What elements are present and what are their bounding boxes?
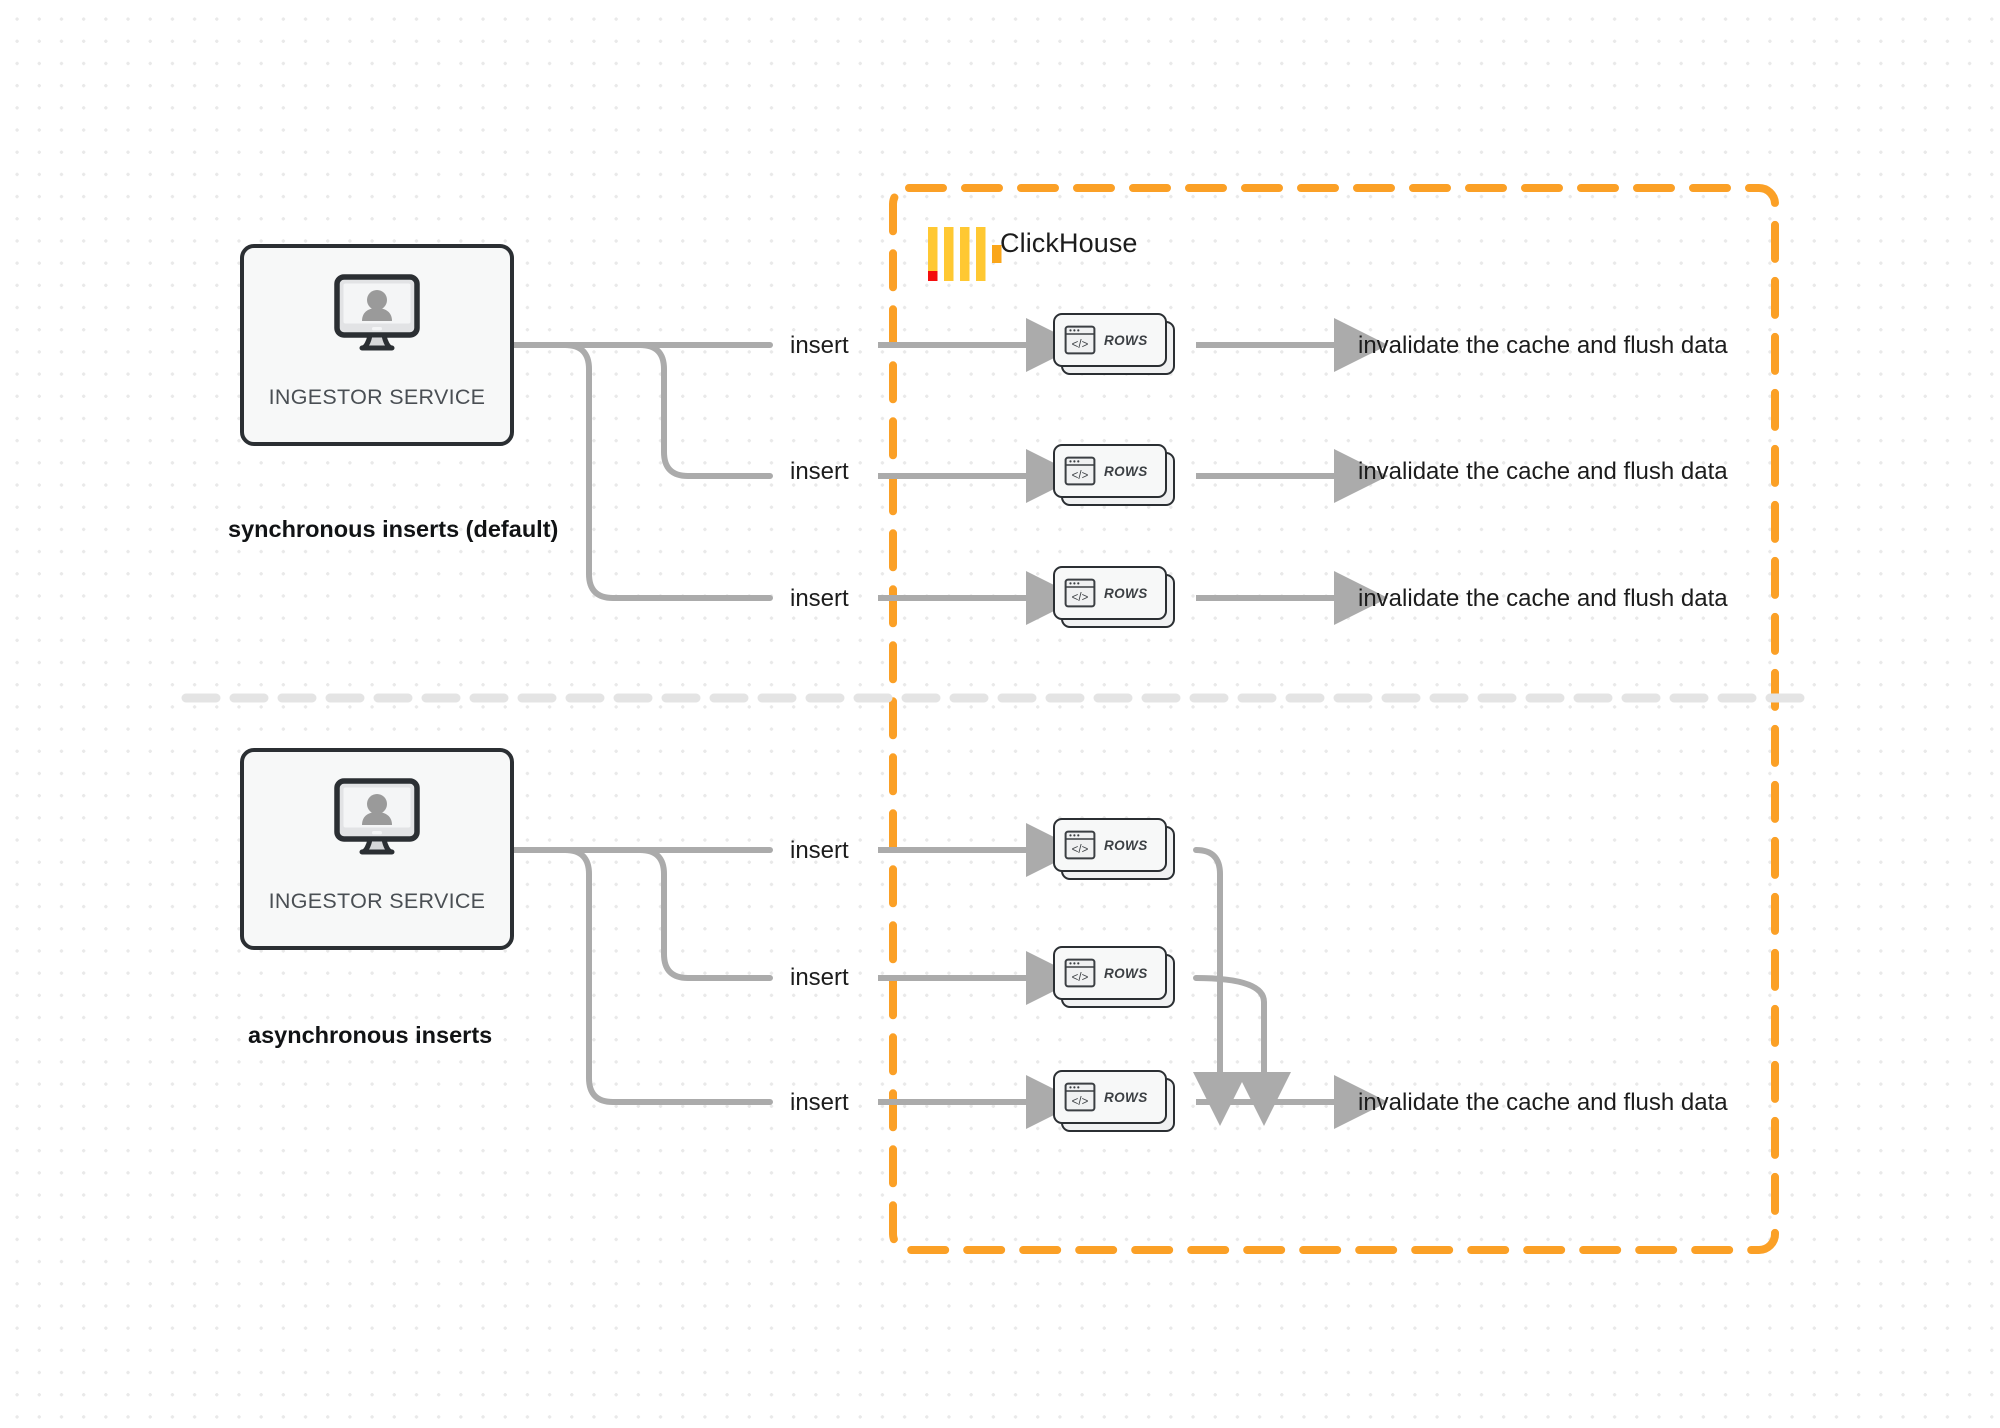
clickhouse-boundary [889, 184, 1779, 1254]
svg-text:</>: </> [1072, 972, 1089, 984]
code-window-icon: </> [1064, 1082, 1096, 1112]
clickhouse-boundary-label: ClickHouse [1000, 228, 1138, 258]
async-merge-path-1 [1193, 847, 1247, 1126]
sync-branch-row2 [637, 342, 773, 479]
rows-node-label: ROWS [1104, 965, 1148, 981]
rows-node-label: ROWS [1104, 1089, 1148, 1105]
mode-label-synchronous: synchronous inserts (default) [228, 516, 559, 542]
rows-node-front-layer: </> ROWS [1053, 566, 1167, 620]
insert-label-async-3: insert [790, 1089, 849, 1116]
svg-text:</>: </> [1072, 844, 1089, 856]
code-window-icon: </> [1064, 325, 1096, 355]
insert-label-async-1: insert [790, 837, 849, 864]
code-window-icon: </> [1064, 578, 1096, 608]
svg-text:</>: </> [1072, 470, 1089, 482]
svg-text:</>: </> [1072, 339, 1089, 351]
svg-text:</>: </> [1072, 1096, 1089, 1108]
rows-node-sync-2[interactable]: </> ROWS [1053, 444, 1175, 506]
code-window-icon: </> [1064, 456, 1096, 486]
rows-node-label: ROWS [1104, 585, 1148, 601]
async-branch-row2 [637, 847, 773, 981]
rows-node-front-layer: </> ROWS [1053, 1070, 1167, 1124]
ingestor-service-async[interactable]: INGESTOR SERVICE [240, 748, 514, 950]
mode-label-asynchronous: asynchronous inserts [248, 1022, 493, 1048]
rows-node-label: ROWS [1104, 837, 1148, 853]
monitor-user-icon [334, 274, 420, 351]
svg-text:</>: </> [1072, 592, 1089, 604]
output-label-async-combined: invalidate the cache and flush data [1358, 1089, 1728, 1116]
code-window-icon: </> [1064, 958, 1096, 988]
monitor-user-icon [334, 778, 420, 855]
ingestor-service-async-label: INGESTOR SERVICE [268, 889, 486, 913]
rows-node-front-layer: </> ROWS [1053, 444, 1167, 498]
rows-node-sync-1[interactable]: </> ROWS [1053, 313, 1175, 375]
clickhouse-logo-icon [928, 227, 1002, 281]
output-label-sync-3: invalidate the cache and flush data [1358, 585, 1728, 612]
rows-node-async-2[interactable]: </> ROWS [1053, 946, 1175, 1008]
insert-label-sync-2: insert [790, 458, 849, 485]
rows-node-async-1[interactable]: </> ROWS [1053, 818, 1175, 880]
ingestor-service-sync[interactable]: INGESTOR SERVICE [240, 244, 514, 446]
code-window-icon: </> [1064, 830, 1096, 860]
output-label-sync-2: invalidate the cache and flush data [1358, 458, 1728, 485]
output-label-sync-1: invalidate the cache and flush data [1358, 332, 1728, 359]
rows-node-sync-3[interactable]: </> ROWS [1053, 566, 1175, 628]
sync-branch-row3 [562, 342, 773, 601]
rows-node-label: ROWS [1104, 463, 1148, 479]
rows-node-front-layer: </> ROWS [1053, 313, 1167, 367]
rows-node-front-layer: </> ROWS [1053, 946, 1167, 1000]
rows-node-front-layer: </> ROWS [1053, 818, 1167, 872]
rows-node-async-3[interactable]: </> ROWS [1053, 1070, 1175, 1132]
insert-label-sync-3: insert [790, 585, 849, 612]
insert-label-async-2: insert [790, 964, 849, 991]
rows-node-label: ROWS [1104, 332, 1148, 348]
ingestor-service-sync-label: INGESTOR SERVICE [268, 385, 486, 409]
insert-label-sync-1: insert [790, 332, 849, 359]
async-merge-path-2 [1193, 975, 1291, 1126]
async-branch-row3 [562, 847, 773, 1105]
